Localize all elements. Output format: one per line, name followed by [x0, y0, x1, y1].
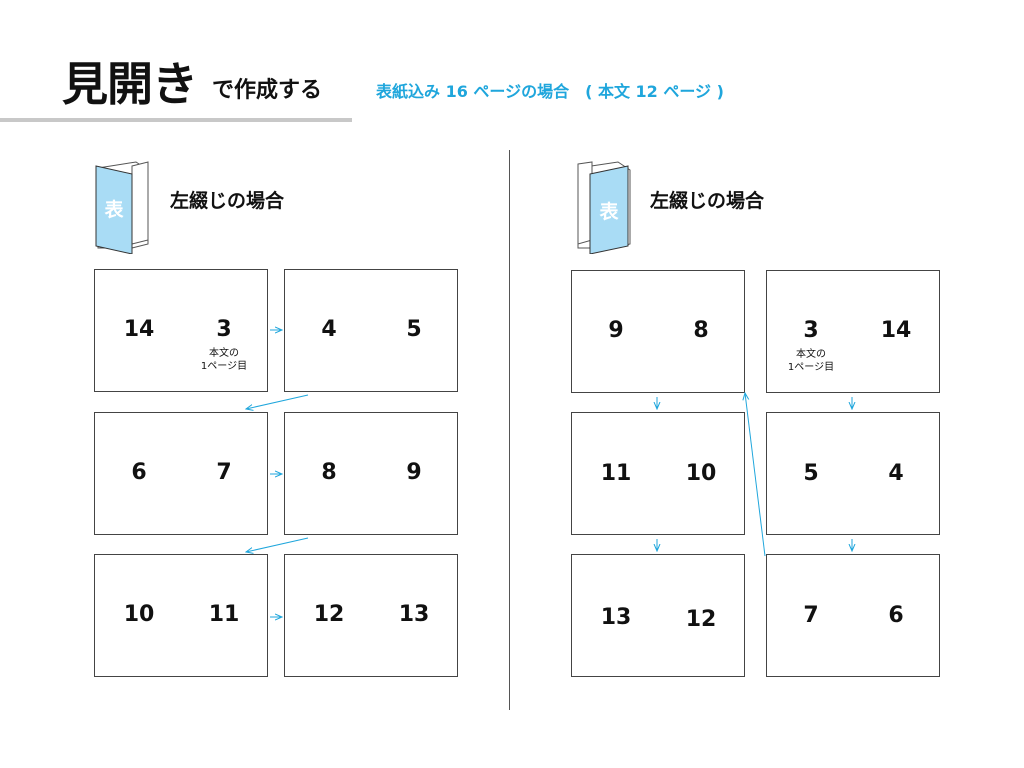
spread-right-5: 13 12 [571, 554, 745, 677]
page-number: 4 [888, 461, 904, 486]
page-number: 14 [123, 317, 155, 342]
spread-left-3: 6 7 [94, 412, 268, 535]
spread-left-4: 8 9 [284, 412, 458, 535]
page-number: 10 [685, 461, 717, 486]
page-number: 12 [685, 607, 717, 632]
page-subtitle: で作成する [212, 78, 323, 103]
page-number: 8 [693, 318, 709, 343]
page-number: 7 [803, 603, 819, 628]
page-number: 6 [131, 460, 147, 485]
page-number: 11 [600, 461, 632, 486]
page-number: 6 [888, 603, 904, 628]
page-title: 見開き [62, 57, 198, 111]
page-number: 13 [600, 605, 632, 630]
page-number: 4 [321, 317, 337, 342]
section-label-left: 左綴じの場合 [170, 190, 285, 212]
arrow-diagonal [246, 537, 309, 552]
page-number: 14 [880, 318, 912, 343]
book-cover-icon: 表 [577, 161, 631, 254]
arrow-diagonal-up [745, 393, 766, 557]
arrow-diagonal [246, 394, 309, 409]
spread-right-4: 5 4 [766, 412, 940, 535]
page-number: 8 [321, 460, 337, 485]
page-number: 12 [313, 602, 345, 627]
spread-left-2: 4 5 [284, 269, 458, 392]
page-number: 5 [803, 461, 819, 486]
first-page-note: 本文の 1ページ目 [200, 348, 248, 372]
page-number: 5 [406, 317, 422, 342]
page-number: 10 [123, 602, 155, 627]
book-cover-icon: 表 [95, 161, 149, 254]
page-number: 13 [398, 602, 430, 627]
center-divider [509, 150, 510, 710]
page-number: 9 [608, 318, 624, 343]
title-underline [0, 118, 352, 122]
page-number: 7 [216, 460, 232, 485]
spread-left-6: 12 13 [284, 554, 458, 677]
spread-left-5: 10 11 [94, 554, 268, 677]
spread-right-6: 7 6 [766, 554, 940, 677]
page-number: 11 [208, 602, 240, 627]
spread-right-2: 3 14 本文の 1ページ目 [766, 270, 940, 393]
cover-label: 表 [104, 198, 124, 221]
cover-label: 表 [599, 200, 619, 223]
page-number: 3 [216, 317, 232, 342]
page-number: 3 [803, 318, 819, 343]
spread-left-1: 14 3 本文の 1ページ目 [94, 269, 268, 392]
first-page-note: 本文の 1ページ目 [787, 349, 835, 373]
page-note: 表紙込み 16 ページの場合 ( 本文 12 ページ ) [376, 82, 724, 101]
section-label-right: 左綴じの場合 [650, 190, 765, 212]
spread-right-3: 11 10 [571, 412, 745, 535]
page-number: 9 [406, 460, 422, 485]
spread-right-1: 9 8 [571, 270, 745, 393]
